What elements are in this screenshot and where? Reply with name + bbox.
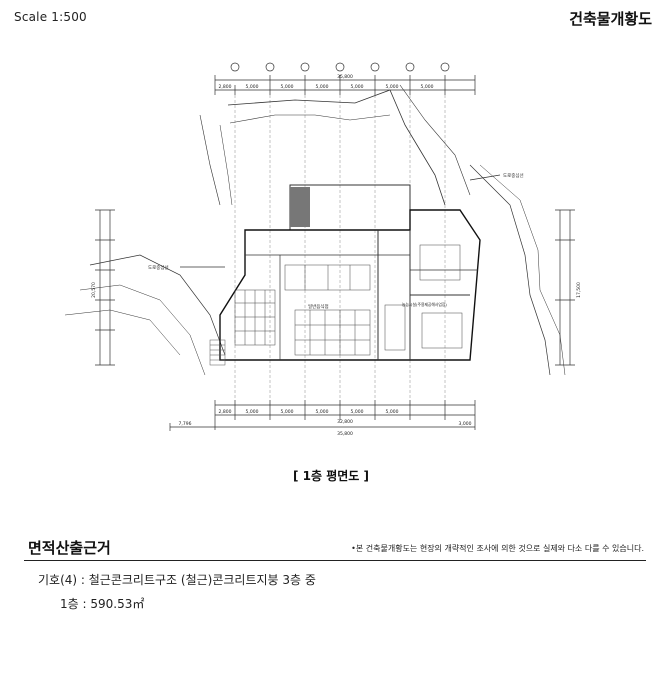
bottom-dim-4: 5,000 xyxy=(316,409,329,415)
top-dim-5: 5,000 xyxy=(351,84,364,90)
top-dim-3: 5,000 xyxy=(281,84,294,90)
top-dim-7: 5,000 xyxy=(421,84,434,90)
plan-caption: [ 1층 평면도 ] xyxy=(292,469,369,483)
bottom-right-dim: 3,000 xyxy=(459,421,472,427)
bottom-dim-3: 5,000 xyxy=(281,409,294,415)
section-divider xyxy=(24,560,646,561)
road-center-label-top: 도로중심선 xyxy=(503,172,524,179)
disclaimer-note: •본 건축물개황도는 현장의 개략적인 조사에 의한 것으로 실제와 다소 다를… xyxy=(351,544,644,553)
left-total-dim: 20,570 xyxy=(91,282,97,298)
scale-label: Scale 1:500 xyxy=(14,10,87,24)
document-title: 건축물개황도 xyxy=(569,10,652,28)
bottom-dim-6: 5,000 xyxy=(386,409,399,415)
bottom-total-dim: 35,800 xyxy=(337,431,353,437)
top-dim-1: 2,800 xyxy=(219,84,232,90)
top-total-dim: 35,800 xyxy=(337,74,353,80)
bottom-dim-2: 5,000 xyxy=(246,409,259,415)
floor-plan-drawing: 2,800 5,000 5,000 5,000 5,000 5,000 5,00… xyxy=(64,62,582,437)
bottom-left-dim: 7,796 xyxy=(179,421,192,427)
bottom-dim-1: 2,800 xyxy=(219,409,232,415)
top-dim-2: 5,000 xyxy=(246,84,259,90)
structure-description: 기호(4) : 철근콘크리트구조 (철근)콘크리트지붕 3층 중 xyxy=(38,573,316,587)
right-total-dim: 17,500 xyxy=(576,282,582,298)
top-dim-4: 5,000 xyxy=(316,84,329,90)
room-label-restaurant: 일반음식점 xyxy=(308,303,329,310)
floor-area-value: 1층 : 590.53㎡ xyxy=(60,597,145,611)
bottom-subtotal-dim: 32,800 xyxy=(337,419,353,425)
room-label-facility: 농능시설(주용제공해사업장) xyxy=(402,302,447,307)
road-center-label-left: 도로중심선 xyxy=(148,264,169,271)
top-dim-6: 5,000 xyxy=(386,84,399,90)
bottom-dim-5: 5,000 xyxy=(351,409,364,415)
area-section-heading: 면적산출근거 xyxy=(28,539,111,557)
